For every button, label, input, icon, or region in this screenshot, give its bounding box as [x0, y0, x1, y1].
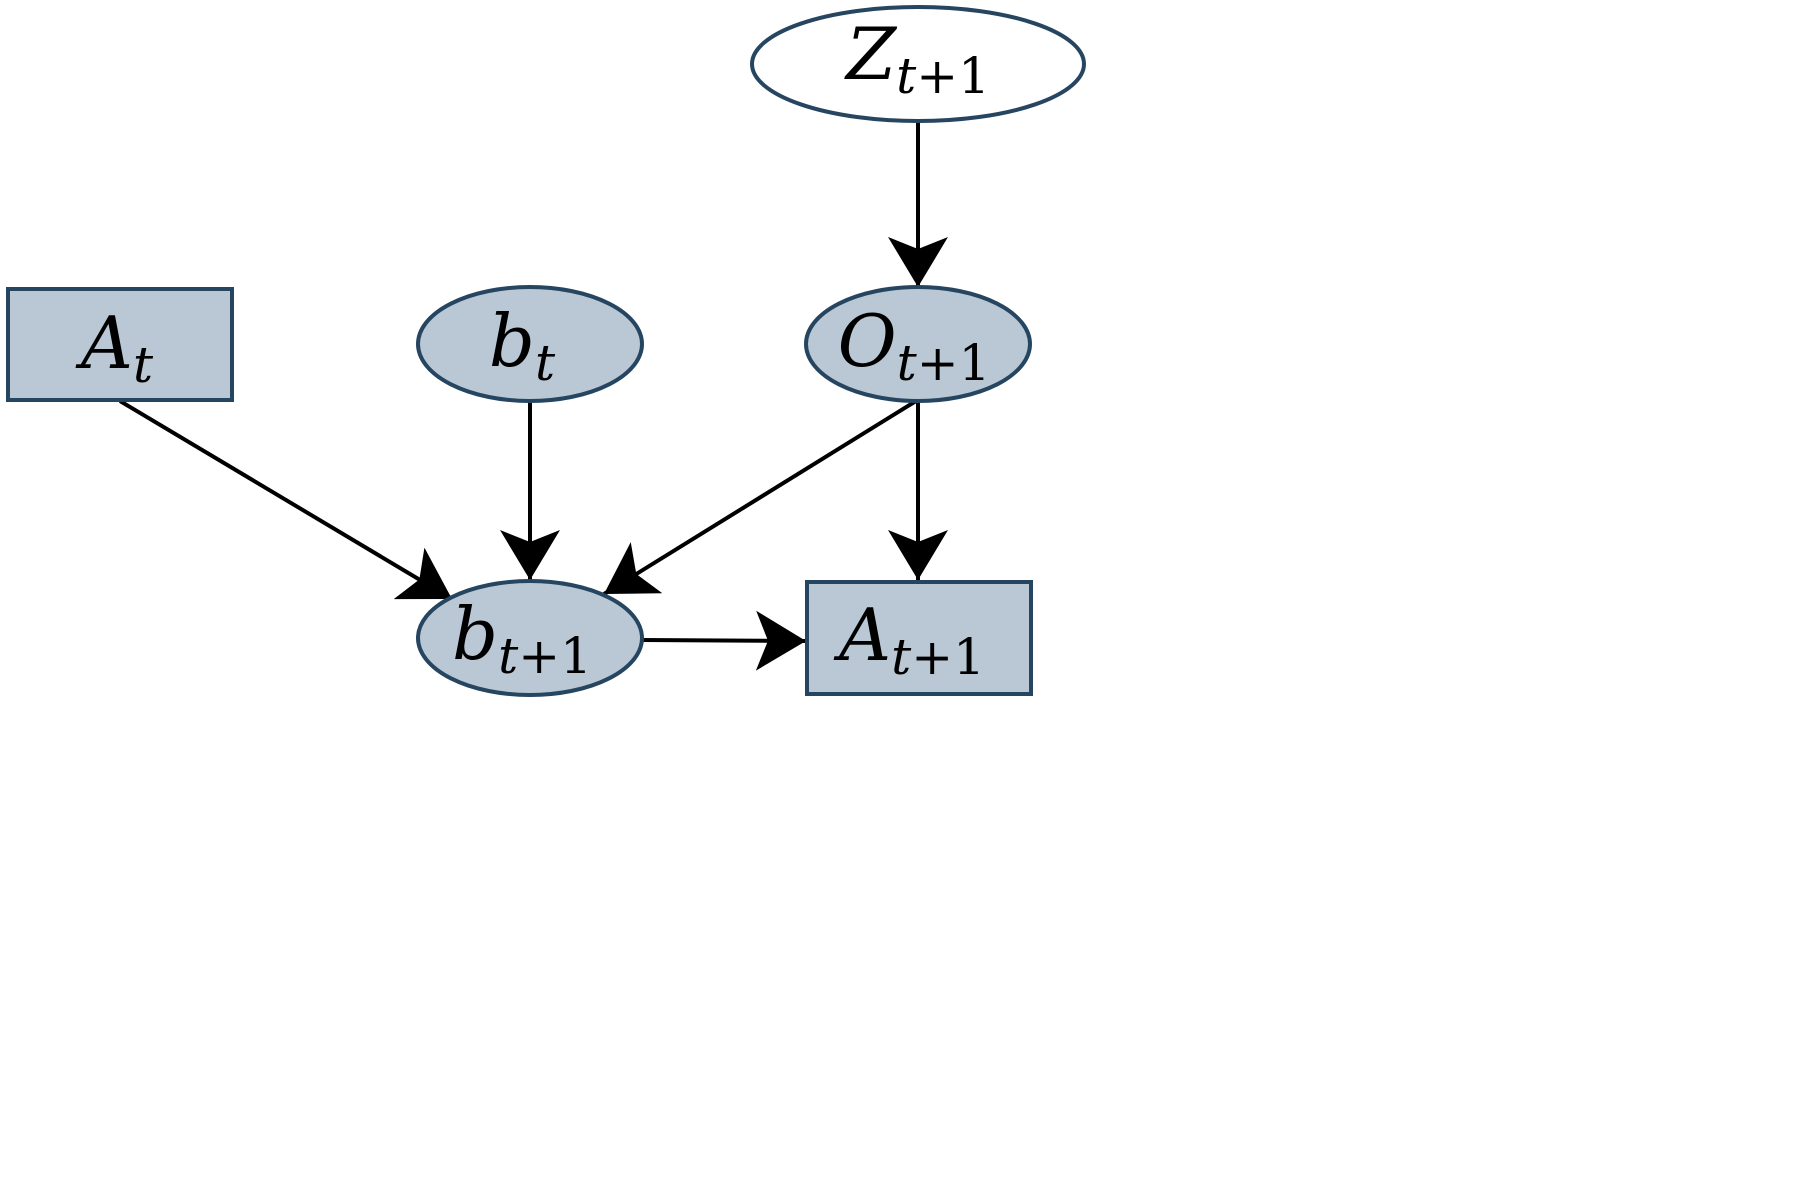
- node-b-t-shape: [416, 285, 644, 403]
- node-b-t: bt: [416, 285, 644, 403]
- nodes-layer: Zt+1 At bt Ot+1 bt+1: [6, 5, 1086, 697]
- node-a-next-shape: [805, 580, 1033, 696]
- edges-layer: [118, 121, 948, 671]
- node-a-t: At: [6, 287, 234, 402]
- node-a-next: At+1: [805, 580, 1033, 696]
- node-o-next: Ot+1: [804, 285, 1032, 403]
- node-a-t-label: At: [75, 301, 154, 394]
- node-b-next-label: bt+1: [452, 592, 592, 685]
- node-z-next-label: Zt+1: [844, 12, 990, 105]
- node-a-next-label: At+1: [833, 593, 985, 686]
- node-a-t-shape: [6, 287, 234, 402]
- node-b-next-shape: [416, 579, 644, 697]
- node-b-t-label: bt: [489, 299, 556, 392]
- node-o-next-label: Ot+1: [838, 299, 991, 392]
- edge-o-to-b-next: [602, 399, 918, 596]
- node-z-next-shape: [750, 5, 1086, 123]
- node-z-next: Zt+1: [750, 5, 1086, 123]
- node-b-next: bt+1: [416, 579, 644, 697]
- node-o-next-shape: [804, 285, 1032, 403]
- edge-a-t-to-b-next: [118, 399, 454, 601]
- edge-b-next-to-a-next: [641, 610, 807, 671]
